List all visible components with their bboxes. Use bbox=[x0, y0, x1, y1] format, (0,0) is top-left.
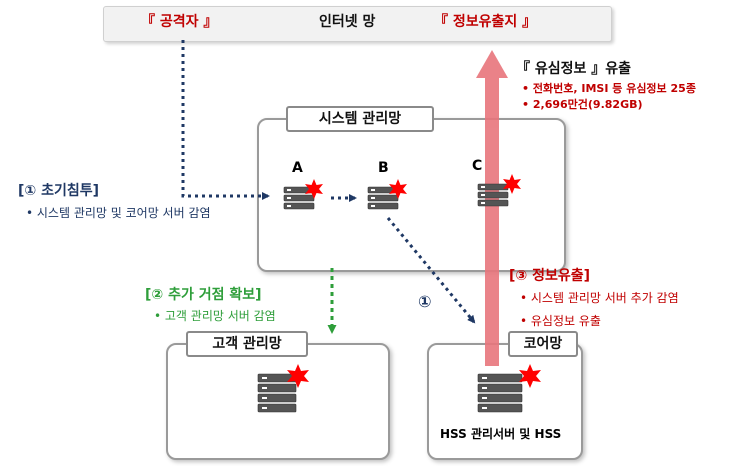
step3-item-1: • 시스템 관리망 서버 추가 감염 bbox=[520, 291, 679, 305]
leak-item-1-text: 전화번호, IMSI 등 유심정보 25종 bbox=[532, 82, 696, 95]
leak-item-1: • 전화번호, IMSI 등 유심정보 25종 bbox=[522, 82, 696, 95]
core-network-label: 코어망 bbox=[508, 331, 578, 357]
step1-detail: • 시스템 관리망 및 코어망 서버 감염 bbox=[26, 206, 211, 220]
server-a-label: A bbox=[292, 160, 303, 176]
attack-path-line bbox=[181, 40, 270, 200]
customer-network-label: 고객 관리망 bbox=[186, 331, 308, 357]
step1-marker: ① bbox=[418, 292, 432, 311]
server-b-label: B bbox=[378, 160, 389, 176]
step3-item-2: • 유심정보 유출 bbox=[520, 314, 601, 328]
system-network-label: 시스템 관리망 bbox=[286, 106, 434, 132]
step3-title: [③ 정보유출] bbox=[509, 268, 591, 284]
leak-point-label: 『 정보유출지 』 bbox=[434, 14, 537, 30]
b-to-core-line bbox=[386, 217, 476, 324]
infection-burst-icon bbox=[287, 364, 309, 388]
infection-burst-icon bbox=[305, 179, 323, 199]
step2-title: [② 추가 거점 확보] bbox=[145, 287, 262, 303]
leak-title: 『 유심정보 』유출 bbox=[516, 61, 632, 77]
server-c-icon bbox=[477, 174, 521, 207]
server-a-icon bbox=[283, 179, 323, 210]
internet-network-label: 인터넷 망 bbox=[319, 14, 376, 30]
step1-title: [① 초기침투] bbox=[18, 183, 100, 199]
server-b-icon bbox=[367, 179, 407, 210]
leak-item-2-text: 2,696만건(9.82GB) bbox=[532, 98, 643, 111]
hss-caption: HSS 관리서버 및 HSS bbox=[440, 427, 562, 441]
infection-burst-icon bbox=[389, 179, 407, 199]
leak-item-2: • 2,696만건(9.82GB) bbox=[522, 98, 643, 111]
attacker-label: 『 공격자 』 bbox=[141, 14, 218, 30]
customer-server-icon bbox=[257, 364, 309, 413]
internet-bar bbox=[103, 6, 612, 42]
server-c-label: C bbox=[472, 158, 483, 174]
infection-burst-icon bbox=[519, 364, 541, 388]
hss-server-icon bbox=[477, 364, 541, 413]
leak-arrow bbox=[476, 50, 508, 366]
infection-burst-icon bbox=[503, 174, 521, 194]
step2-detail: • 고객 관리망 서버 감염 bbox=[154, 309, 276, 323]
